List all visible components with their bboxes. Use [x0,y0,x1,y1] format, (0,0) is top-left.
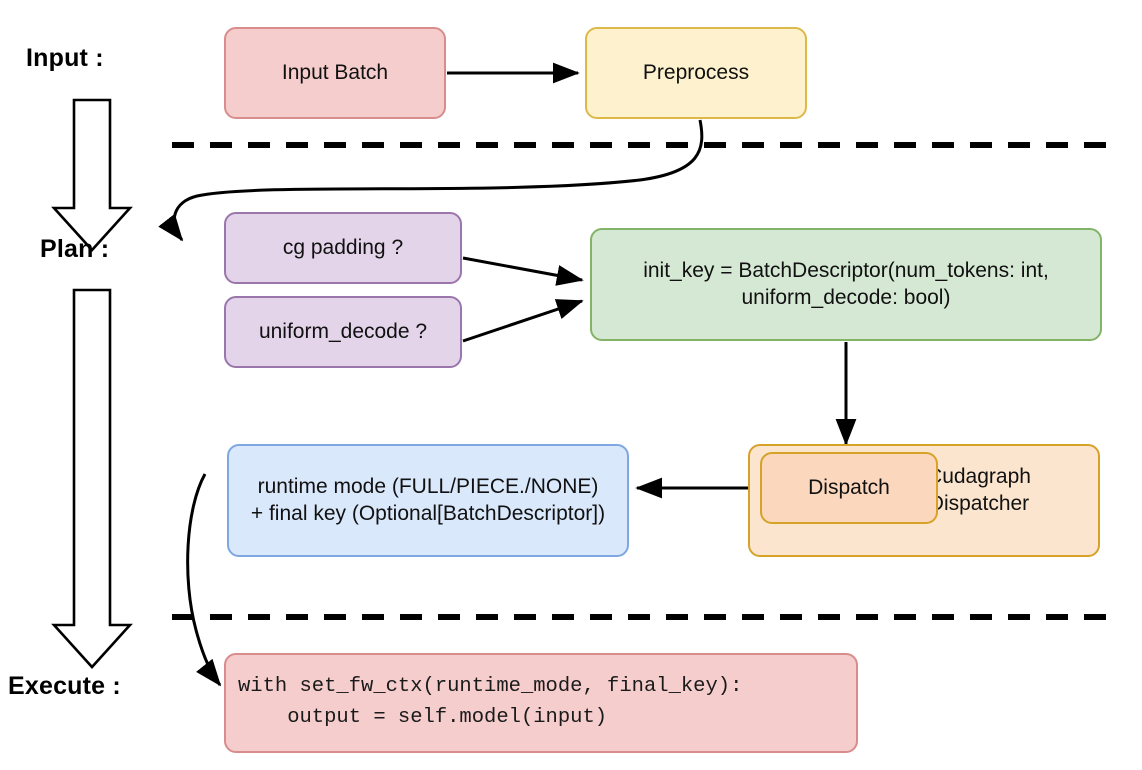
node-code-block-text: with set_fw_ctx(runtime_mode, final_key)… [238,675,743,729]
node-cudagraph-dispatcher-label: Cudagraph Dispatcher [927,464,1031,515]
node-cg-padding[interactable]: cg padding ? [224,212,462,284]
stage-label-input: Input : [26,44,104,72]
node-input-batch[interactable]: Input Batch [224,27,446,119]
node-uniform-decode-label: uniform_decode ? [258,319,428,343]
node-init-key-label: init_key = BatchDescriptor(num_tokens: i… [643,258,1049,309]
node-input-batch-label: Input Batch [281,60,389,84]
node-preprocess[interactable]: Preprocess [585,27,807,119]
node-cg-padding-label: cg padding ? [282,235,404,259]
edge-uniform-decode-to-init-key [462,299,584,343]
node-code-block[interactable]: with set_fw_ctx(runtime_mode, final_key)… [224,653,858,753]
node-runtime-mode-label: runtime mode (FULL/PIECE./NONE) + final … [250,474,606,525]
node-preprocess-label: Preprocess [642,60,750,84]
node-init-key[interactable]: init_key = BatchDescriptor(num_tokens: i… [590,228,1102,341]
node-uniform-decode[interactable]: uniform_decode ? [224,296,462,368]
edge-runtime-mode-to-code [186,473,222,687]
node-runtime-mode[interactable]: runtime mode (FULL/PIECE./NONE) + final … [227,444,629,557]
edge-cg-padding-to-init-key [462,256,584,286]
plan-to-execute-arrow [51,288,133,669]
stage-label-execute: Execute : [8,672,121,700]
node-dispatch[interactable]: Dispatch [760,452,938,524]
node-dispatch-label: Dispatch [808,475,890,499]
input-to-plan-arrow [51,98,133,252]
stage-label-plan: Plan : [40,235,110,263]
